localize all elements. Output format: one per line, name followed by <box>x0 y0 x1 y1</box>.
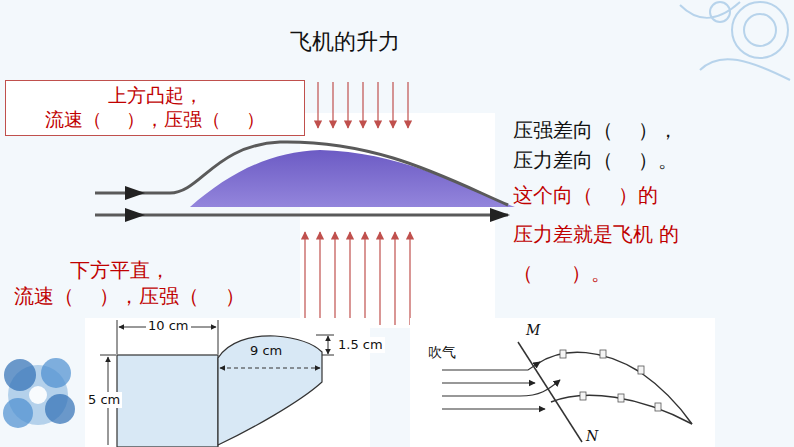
swirl <box>732 2 788 58</box>
swirl <box>744 14 776 46</box>
wing-section <box>190 150 515 207</box>
air-arrow <box>442 408 545 409</box>
box-text: 流速（ ），压强（ ） <box>14 108 296 132</box>
flower-decoration <box>3 358 75 428</box>
side-note: 流速（ ），压强（ ） <box>14 284 245 309</box>
tape <box>560 350 566 358</box>
lower-streamline <box>95 214 508 217</box>
pressure-arrow <box>317 82 318 128</box>
dimension-tick <box>322 355 334 356</box>
dimension-tick <box>316 335 334 336</box>
point-label: N <box>586 428 598 446</box>
question-text: 压强差向（ ）， <box>513 118 678 143</box>
flower-center <box>29 386 47 404</box>
picture-ground <box>410 318 715 447</box>
blow-arrows <box>442 362 560 409</box>
pressure-arrow <box>379 232 380 325</box>
conclusion-text: 这个向（ ）的 压力差就是飞机 的（ ）。 <box>513 176 713 293</box>
paper-strip <box>117 355 218 447</box>
figure-label: 吹气 <box>428 344 456 362</box>
side-note: 下方平直， <box>70 258 170 283</box>
picture-ground <box>85 318 370 447</box>
flow-arrowhead <box>490 208 510 222</box>
pressure-arrow <box>394 232 395 325</box>
upper-streamline <box>95 142 508 205</box>
air-arrow <box>442 382 535 383</box>
pressure-arrow <box>362 82 363 128</box>
flow-arrowhead <box>125 208 145 222</box>
dimension-tick <box>100 355 116 356</box>
dimension-line <box>220 368 320 369</box>
dimension-label: 9 cm <box>250 343 282 359</box>
tape <box>580 392 586 400</box>
pressure-arrow <box>347 82 348 128</box>
pressure-arrow <box>377 82 378 128</box>
question-text: 压力差向（ ）。 <box>513 148 678 173</box>
slide-title: 飞机的升力 <box>290 28 400 56</box>
pressure-arrow <box>407 82 408 128</box>
pressure-arrow <box>332 82 333 128</box>
text-box: 上方凸起，流速（ ），压强（ ） <box>5 80 305 136</box>
pressure-arrow <box>392 82 393 128</box>
dimension-label: 10 cm <box>146 318 191 334</box>
tape <box>655 403 661 411</box>
pressure-arrow <box>349 232 350 325</box>
swirl <box>680 2 740 18</box>
pressure-arrow <box>334 232 335 325</box>
pressure-arrow <box>319 232 320 325</box>
pressure-arrow <box>409 232 410 325</box>
flow-arrowhead <box>125 186 145 200</box>
tape <box>600 350 606 358</box>
box-text: 上方凸起， <box>14 84 296 108</box>
paper-wing <box>218 336 322 445</box>
paper-upper <box>537 352 692 424</box>
tape <box>638 366 644 374</box>
petal <box>45 394 75 424</box>
air-arrow <box>442 362 540 370</box>
tape-strips <box>560 350 661 411</box>
point-label: M <box>526 322 540 340</box>
petal <box>3 398 33 428</box>
pressure-arrows-bottom <box>305 232 410 325</box>
pressure-arrow <box>304 232 305 325</box>
dimension-tick <box>117 320 118 354</box>
dimension-tick <box>218 320 219 354</box>
tape <box>618 394 624 402</box>
air-arrow <box>442 380 560 396</box>
swirl <box>700 59 790 80</box>
dimension-line <box>328 336 329 354</box>
petal <box>4 359 36 391</box>
petal <box>41 358 71 388</box>
corner-decoration <box>680 2 790 80</box>
dimension-label: 5 cm <box>86 392 122 408</box>
pressure-arrow <box>364 232 365 325</box>
dimension-label: 1.5 cm <box>336 337 385 353</box>
pressure-arrows-top <box>318 82 408 128</box>
